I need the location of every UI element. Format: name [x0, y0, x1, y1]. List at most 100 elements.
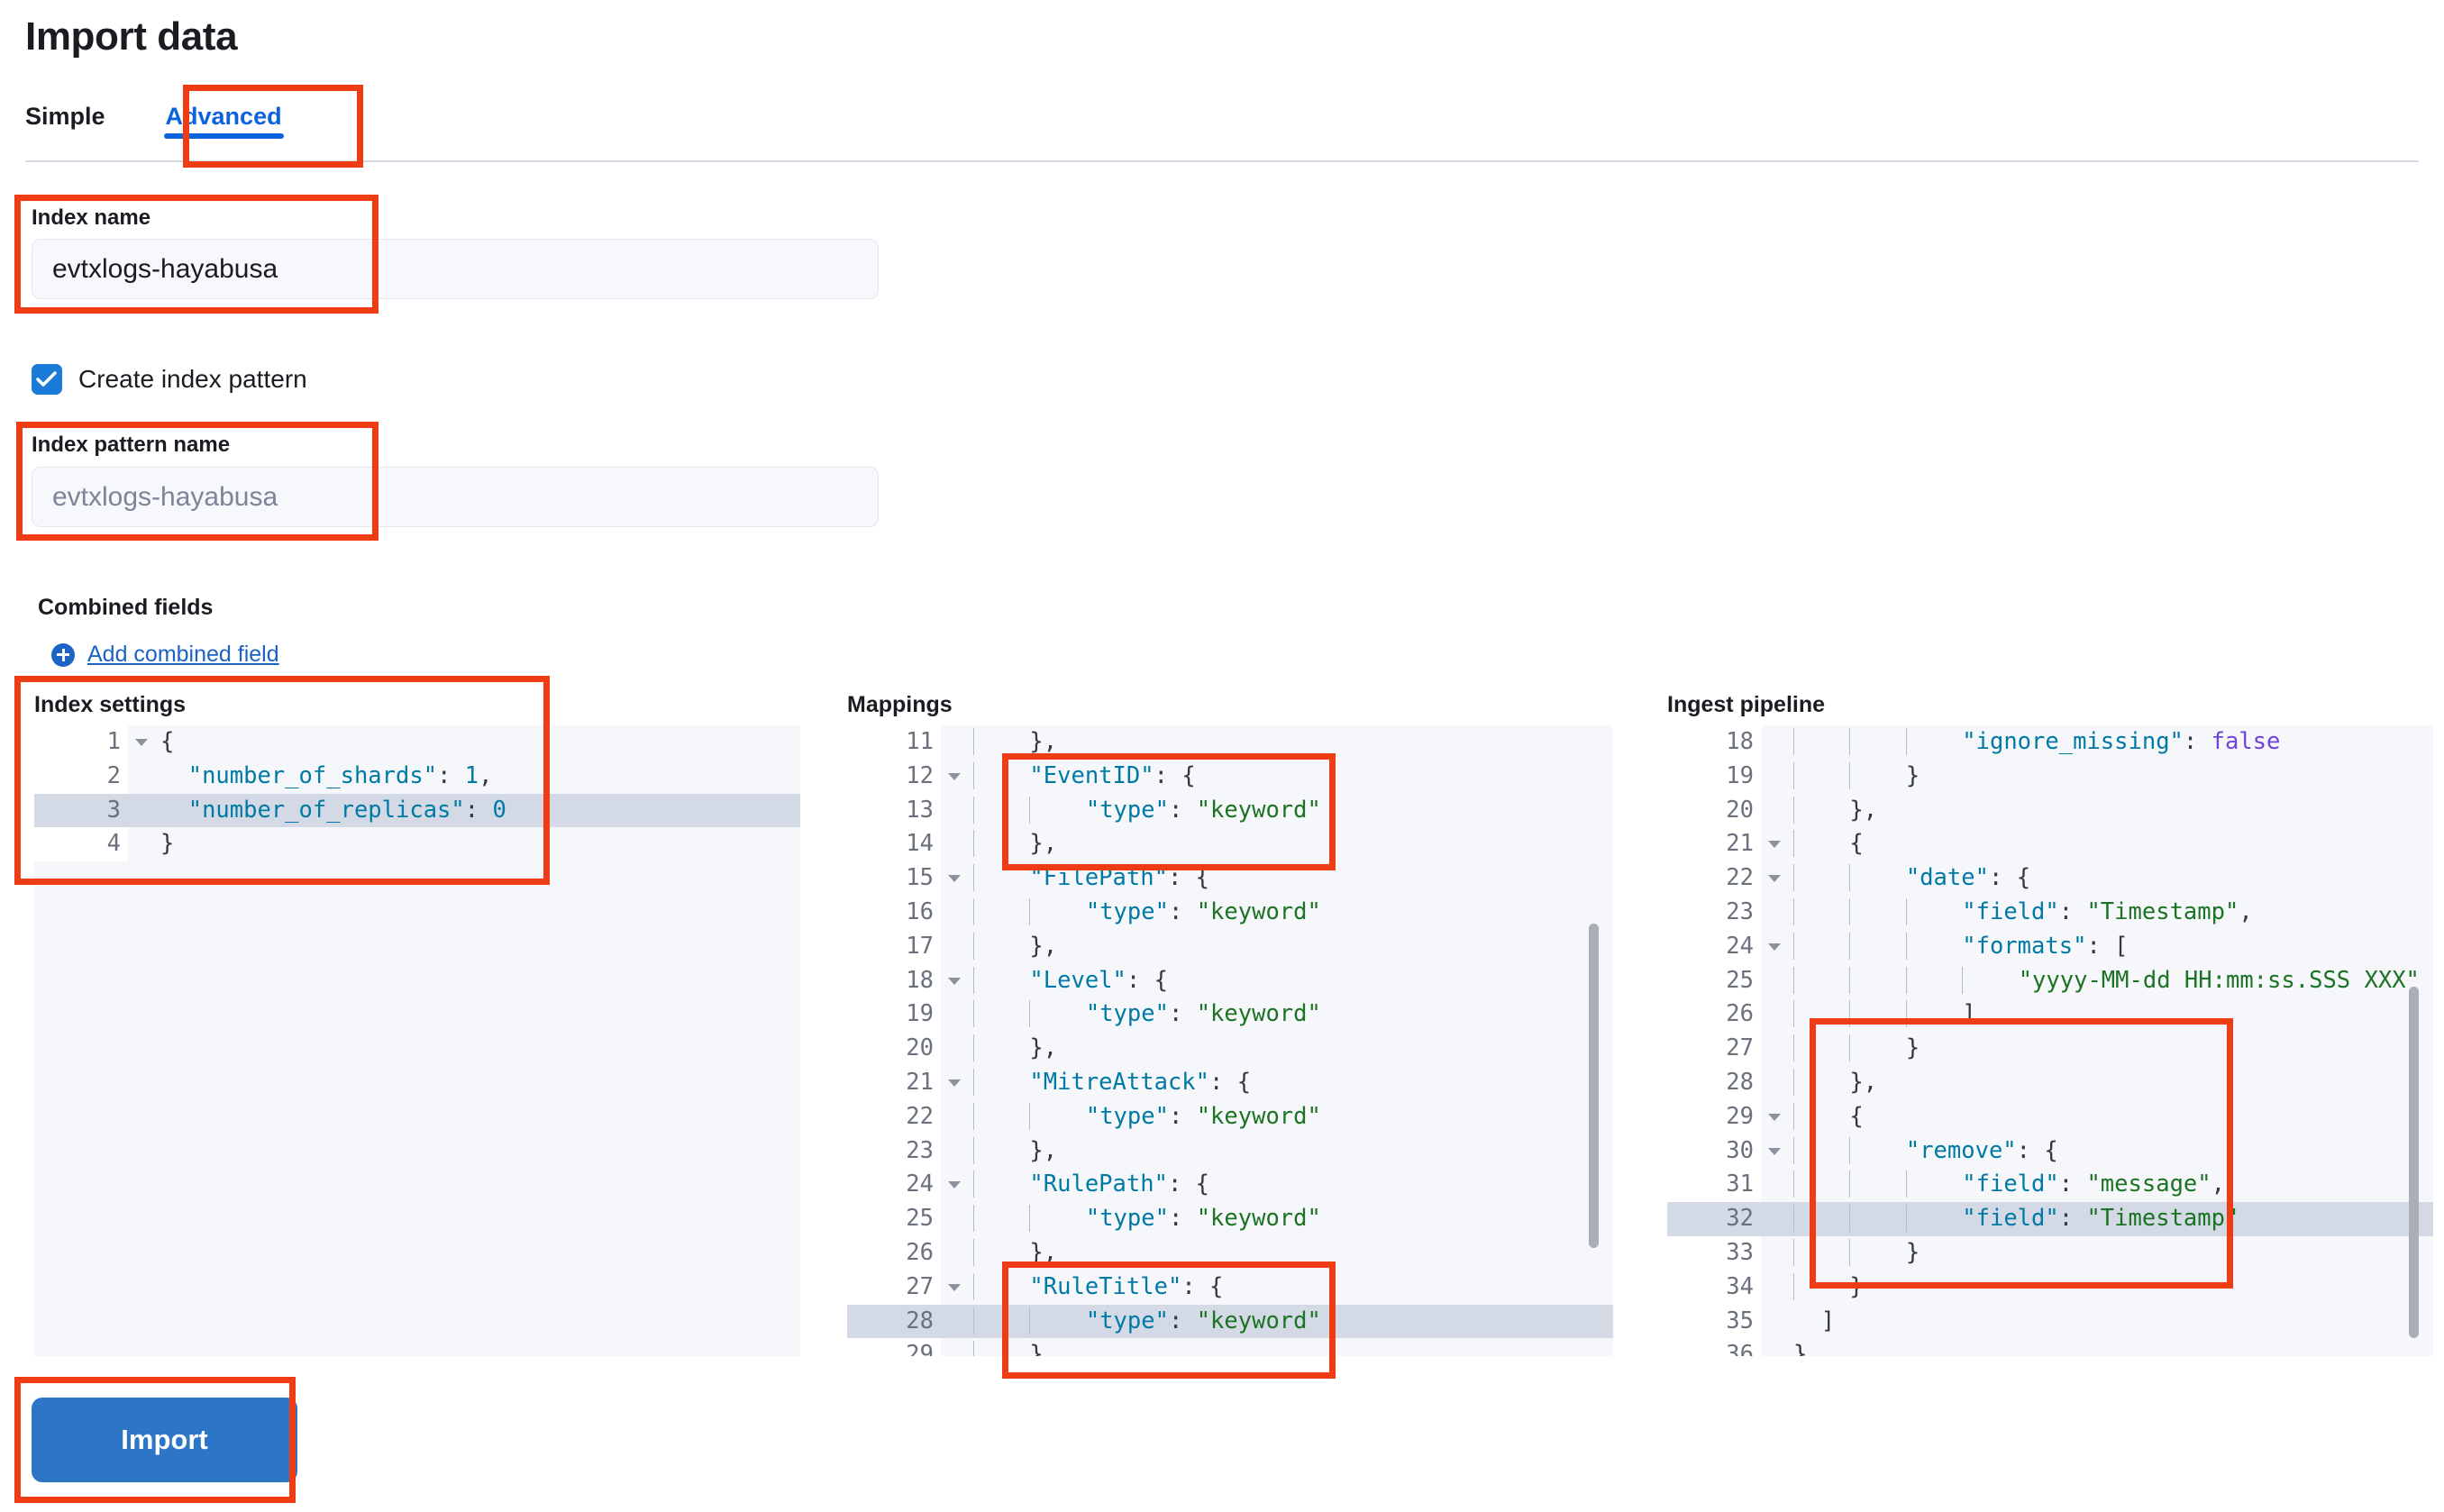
ingest-pipeline-editor-scrollbar[interactable]: [2409, 987, 2419, 1338]
fold-arrow-icon[interactable]: [948, 1181, 961, 1189]
line-number: 22: [847, 1099, 941, 1134]
line-content: "type": "keyword": [941, 1202, 1613, 1236]
create-index-pattern-checkbox[interactable]: Create index pattern: [32, 364, 307, 395]
line-content: "MitreAttack": {: [941, 1066, 1613, 1100]
editor-line[interactable]: 34 }: [1667, 1270, 2433, 1305]
indent-guide: [973, 897, 974, 925]
indent-guide: [1905, 897, 1907, 925]
indent-guide: [1905, 966, 1907, 994]
fold-arrow-icon[interactable]: [1768, 875, 1781, 883]
fold-arrow-icon[interactable]: [948, 875, 961, 883]
index-settings-editor-body[interactable]: 1{2 "number_of_shards": 1,3 "number_of_r…: [34, 725, 800, 1356]
fold-arrow-icon[interactable]: [1768, 841, 1781, 849]
line-number: 12: [847, 759, 961, 794]
editor-line[interactable]: 22 "date": {: [1667, 861, 2433, 896]
index-pattern-name-input[interactable]: [32, 467, 879, 527]
editor-line[interactable]: 31 "field": "message",: [1667, 1168, 2433, 1203]
editor-line[interactable]: 22 "type": "keyword": [847, 1099, 1613, 1134]
editor-line[interactable]: 36}: [1667, 1338, 2433, 1356]
editor-line[interactable]: 25 "type": "keyword": [847, 1202, 1613, 1236]
editor-line[interactable]: 25 "yyyy-MM-dd HH:mm:ss.SSS XXX": [1667, 963, 2433, 998]
fold-arrow-icon[interactable]: [948, 1079, 961, 1087]
editor-line[interactable]: 33 }: [1667, 1235, 2433, 1271]
fold-arrow-icon[interactable]: [1768, 943, 1781, 951]
editor-line[interactable]: 26 ]: [1667, 997, 2433, 1033]
editor-line[interactable]: 32 "field": "Timestamp": [1667, 1202, 2433, 1236]
add-combined-field-link[interactable]: Add combined field: [51, 642, 279, 668]
line-content: }: [1761, 1271, 2433, 1305]
line-number: 27: [847, 1270, 961, 1305]
editor-line[interactable]: 23 },: [847, 1134, 1613, 1169]
editor-line[interactable]: 19 "type": "keyword": [847, 997, 1613, 1033]
line-content: }: [1761, 1236, 2433, 1271]
editor-line[interactable]: 29 {: [1667, 1099, 2433, 1134]
mappings-editor-scrollbar[interactable]: [1589, 924, 1599, 1248]
fold-arrow-icon[interactable]: [135, 739, 148, 746]
editor-line[interactable]: 27 }: [1667, 1032, 2433, 1066]
fold-arrow-icon[interactable]: [1768, 1113, 1781, 1121]
line-content: "number_of_shards": 1,: [187, 761, 493, 789]
line-content: "formats": [: [1761, 930, 2433, 964]
index-name-input[interactable]: [32, 239, 879, 299]
editor-line[interactable]: 21 {: [1667, 827, 2433, 862]
editor-line[interactable]: 18 "ignore_missing": false: [1667, 725, 2433, 760]
indent-guide: [1793, 966, 1794, 994]
editor-line[interactable]: 20 },: [1667, 793, 2433, 828]
editor-line[interactable]: 11 },: [847, 725, 1613, 760]
editor-line[interactable]: 27 "RuleTitle": {: [847, 1270, 1613, 1305]
line-content: "date": {: [1761, 861, 2433, 896]
indent-guide: [1905, 1170, 1907, 1198]
line-content: }: [1761, 1032, 2433, 1066]
line-number: 23: [847, 1134, 941, 1169]
fold-arrow-icon[interactable]: [1768, 1147, 1781, 1155]
line-number: 19: [847, 997, 941, 1033]
indent-guide: [1849, 1205, 1851, 1233]
line-content: },: [941, 930, 1613, 964]
editor-line[interactable]: 18 "Level": {: [847, 963, 1613, 998]
editor-line[interactable]: 35 ]: [1667, 1304, 2433, 1339]
line-number: 16: [847, 895, 941, 930]
indent-guide: [1905, 1000, 1907, 1028]
editor-line[interactable]: 4}: [34, 827, 800, 862]
editor-line[interactable]: 15 "FilePath": {: [847, 861, 1613, 896]
editor-line[interactable]: 29 },: [847, 1338, 1613, 1356]
fold-arrow-icon[interactable]: [948, 772, 961, 780]
indent-guide: [973, 1000, 974, 1028]
indent-guide: [973, 796, 974, 824]
tab-simple[interactable]: Simple: [25, 103, 105, 130]
editor-line[interactable]: 28 },: [1667, 1065, 2433, 1100]
tab-advanced[interactable]: Advanced: [132, 97, 307, 147]
editor-line[interactable]: 3 "number_of_replicas": 0: [34, 793, 800, 828]
line-content: "yyyy-MM-dd HH:mm:ss.SSS XXX": [1761, 964, 2433, 998]
editor-line[interactable]: 16 "type": "keyword": [847, 895, 1613, 930]
editor-line[interactable]: 24 "formats": [: [1667, 929, 2433, 964]
editor-line[interactable]: 21 "MitreAttack": {: [847, 1065, 1613, 1100]
editor-line[interactable]: 14 },: [847, 827, 1613, 862]
import-button[interactable]: Import: [32, 1398, 297, 1482]
fold-arrow-icon[interactable]: [948, 977, 961, 985]
fold-arrow-icon[interactable]: [948, 1283, 961, 1291]
editor-line[interactable]: 19 }: [1667, 759, 2433, 794]
editor-line[interactable]: 17 },: [847, 929, 1613, 964]
line-number: 17: [847, 929, 941, 964]
plus-circle-icon: [51, 642, 75, 667]
indent-guide: [1793, 1170, 1794, 1198]
line-number: 3: [34, 793, 128, 828]
editor-line[interactable]: 23 "field": "Timestamp",: [1667, 895, 2433, 930]
indent-guide: [1029, 1205, 1031, 1233]
editor-line[interactable]: 12 "EventID": {: [847, 759, 1613, 794]
editor-line[interactable]: 2 "number_of_shards": 1,: [34, 759, 800, 794]
editor-line[interactable]: 13 "type": "keyword": [847, 793, 1613, 828]
editor-line[interactable]: 28 "type": "keyword": [847, 1304, 1613, 1339]
editor-line[interactable]: 20 },: [847, 1032, 1613, 1066]
editor-line[interactable]: 1{: [34, 725, 800, 760]
mappings-editor[interactable]: 11 },12 "EventID": {13 "type": "keyword"…: [847, 725, 1613, 1356]
editor-line[interactable]: 30 "remove": {: [1667, 1134, 2433, 1169]
mappings-editor-body[interactable]: 11 },12 "EventID": {13 "type": "keyword"…: [847, 725, 1613, 1356]
index-settings-editor[interactable]: 1{2 "number_of_shards": 1,3 "number_of_r…: [34, 725, 800, 1356]
editor-line[interactable]: 26 },: [847, 1235, 1613, 1271]
line-number: 26: [1667, 997, 1761, 1033]
editor-line[interactable]: 24 "RulePath": {: [847, 1168, 1613, 1203]
